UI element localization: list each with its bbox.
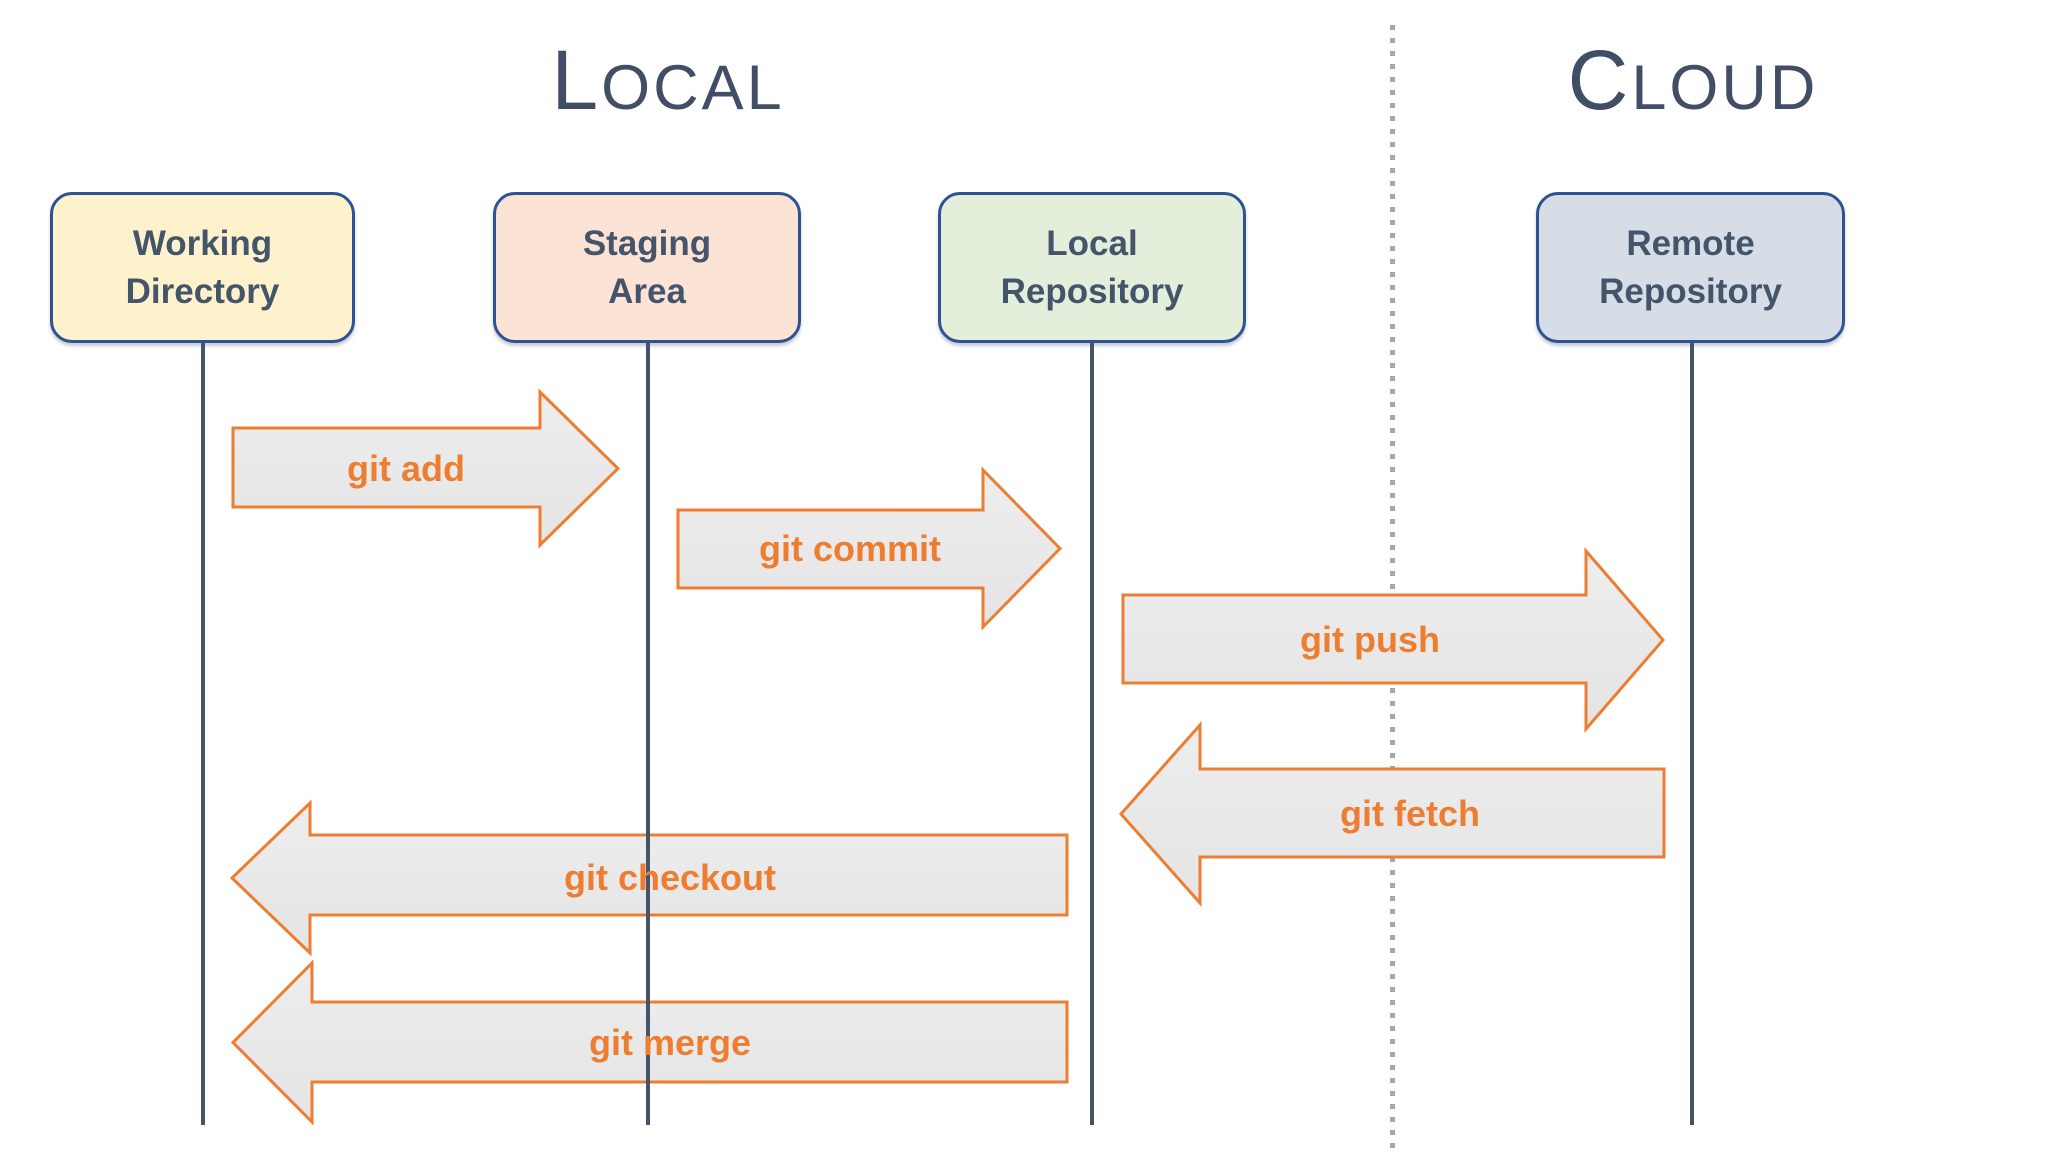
node-label-line: Repository [1599,271,1782,311]
lifeline-working-directory [201,343,205,1125]
node-label-line: Staging [582,223,712,263]
lifeline-staging-area [646,343,650,1125]
section-title-rest: ocal [601,53,785,123]
arrow-label-git-push: git push [1300,619,1440,660]
arrow-label-git-checkout: git checkout [563,857,777,898]
section-title-local: Local [551,38,784,122]
arrow-label-git-fetch: git fetch [1340,793,1480,834]
arrow-label-git-merge: git merge [588,1021,752,1063]
section-title-rest: loud [1631,53,1819,123]
node-label-line: Directory [125,271,280,311]
lifeline-remote-repository [1690,343,1694,1125]
arrow-git-commit [676,466,1063,631]
node-label-line: Local [1046,223,1138,263]
node-label-line: Working [132,223,273,263]
node-label-line: Repository [1000,271,1184,311]
section-title-cap: C [1567,33,1632,127]
arrow-label-git-commit: git commit [758,527,942,569]
local-cloud-divider [1390,25,1395,1148]
node-label-line: Remote [1626,223,1755,263]
lifeline-local-repository [1090,343,1094,1125]
arrow-git-fetch [1118,721,1666,907]
arrow-label-git-add: git add [347,447,465,489]
arrow-git-add [231,388,621,549]
node-label-line: Area [608,271,686,311]
arrow-git-merge [230,959,1069,1126]
arrow-git-push [1121,546,1665,734]
section-title-cap: L [551,33,602,127]
section-title-cloud: Cloud [1568,38,1819,122]
